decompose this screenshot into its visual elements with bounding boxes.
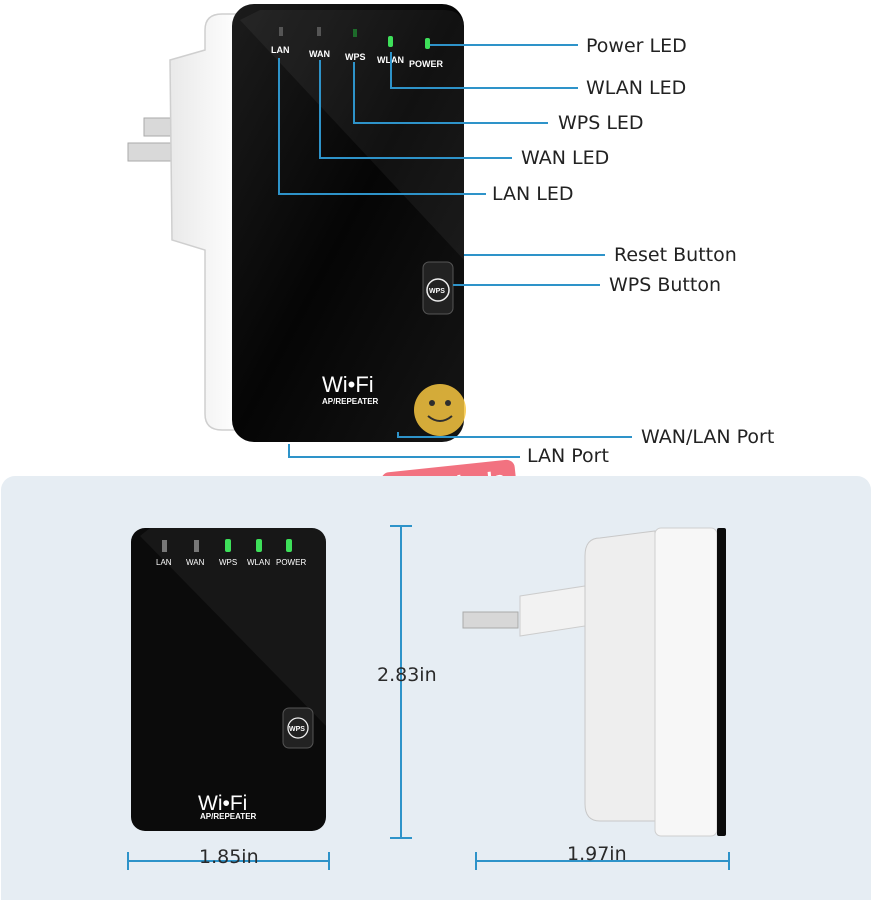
label-wan-led: WAN LED [521,147,610,169]
front-led-label-power: POWER [276,558,306,567]
wps-button: WPS [422,261,454,315]
label-lan-port: LAN Port [527,445,609,467]
dimension-lines [127,525,730,870]
front-led-label-wlan: WLAN [247,558,270,567]
wlan-led [388,36,393,47]
lan-led [279,27,283,36]
wifi-logo: Wi•Fi AP/REPEATER [322,372,379,406]
front-led-label-lan: LAN [156,558,172,567]
device-front [232,4,464,442]
svg-text:AP/REPEATER: AP/REPEATER [322,397,379,406]
label-lan-led: LAN LED [492,183,574,205]
svg-text:WPS: WPS [429,288,445,295]
callout-lines [278,44,632,458]
svg-text:Wisedeals: Wisedeals [397,466,506,476]
device-diagram: LAN WAN WPS WLAN POWER WPS Wi•Fi AP/REPE… [127,4,632,476]
svg-text:Wi•Fi: Wi•Fi [322,372,374,397]
label-wps-button: WPS Button [609,274,721,296]
front-view-device: LAN WAN WPS WLAN POWER WPS Wi•Fi AP/REPE… [131,528,326,831]
led-label-power: POWER [409,59,444,69]
led-label-lan: LAN [271,45,290,55]
watermark: Wisedeals [381,384,517,476]
label-wps-led: WPS LED [558,112,644,134]
label-wan-lan-port: WAN/LAN Port [641,426,775,448]
height-dimension-label: 2.83in [377,664,437,686]
wps-led [353,29,357,37]
side-view-device [462,527,726,837]
dimensions-diagram: LAN WAN WPS WLAN POWER WPS Wi•Fi AP/REPE… [127,525,730,870]
label-wlan-led: WLAN LED [586,77,687,99]
depth-dimension-label: 1.97in [567,843,627,865]
led-label-wps: WPS [345,52,366,62]
device-housing [169,13,241,431]
svg-text:Wi•Fi: Wi•Fi [198,792,247,815]
svg-text:WPS: WPS [289,726,305,733]
wan-led [317,27,321,36]
front-led-label-wps: WPS [219,558,237,567]
width-dimension-label: 1.85in [199,846,259,868]
label-reset-button: Reset Button [614,244,737,266]
top-led-indicators [279,27,430,49]
power-led [425,38,430,49]
led-label-wan: WAN [309,49,330,59]
svg-text:AP/REPEATER: AP/REPEATER [200,812,257,821]
label-power-led: Power LED [586,35,687,57]
front-led-label-wan: WAN [186,558,205,567]
